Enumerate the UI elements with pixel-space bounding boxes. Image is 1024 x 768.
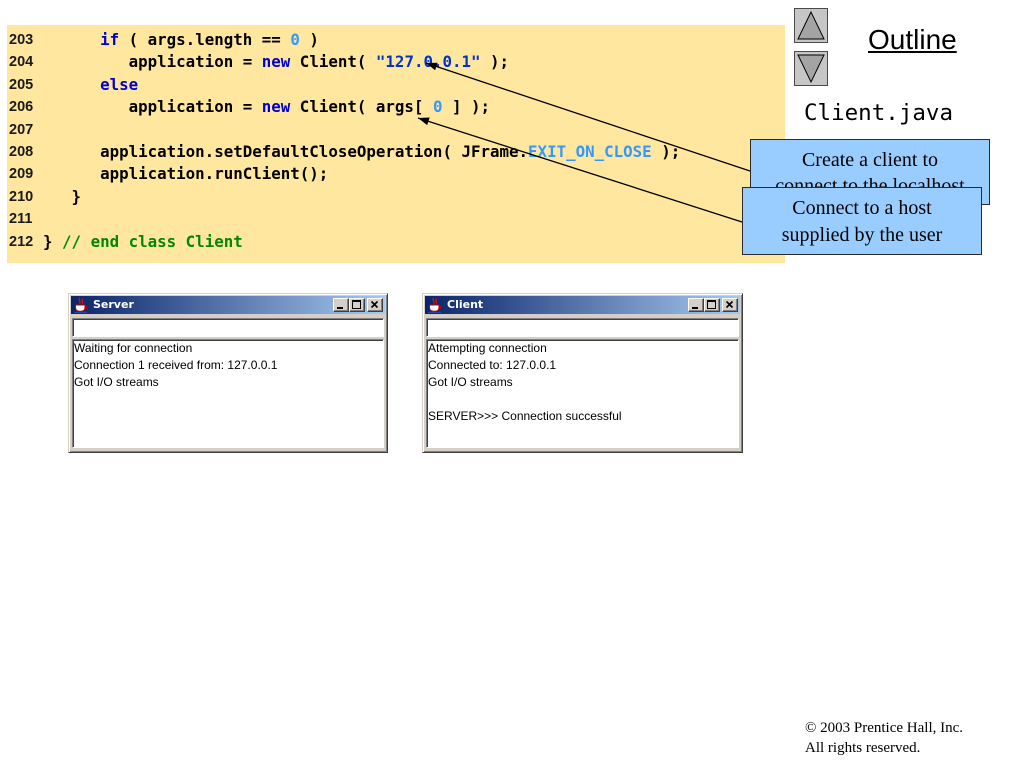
output-line: Attempting connection: [428, 341, 547, 355]
output-line: SERVER>>> Connection successful: [428, 409, 622, 423]
minimize-button[interactable]: [688, 298, 704, 312]
code-token: );: [651, 141, 681, 161]
code-token: if: [100, 30, 120, 49]
code-token: [43, 30, 100, 49]
line-number: 212: [9, 233, 34, 250]
rights-text: All rights reserved.: [805, 740, 921, 756]
code-token: EXIT_ON_CLOSE: [528, 141, 652, 161]
code-line: 209 application.runClient();: [7, 163, 785, 185]
code-token: [43, 75, 100, 94]
code-line: 210 }: [7, 186, 785, 208]
code-line: 204 application = new Client( "127.0.0.1…: [7, 51, 785, 73]
code-token: application.setDefaultCloseOperation( JF…: [43, 141, 529, 161]
window-title: Server: [93, 298, 134, 311]
code-token: "127.0.0.1": [375, 52, 481, 72]
code-lines: 203 if ( args.length == 0 )204 applicati…: [7, 29, 785, 253]
outline-link[interactable]: Outline: [868, 24, 957, 55]
callout-user-host: Connect to a host supplied by the user: [742, 187, 982, 255]
line-number: 210: [9, 188, 34, 205]
line-number: 207: [9, 121, 34, 138]
output-text-area[interactable]: Attempting connection Connected to: 127.…: [426, 339, 739, 448]
output-line: Connection 1 received from: 127.0.0.1: [74, 358, 278, 372]
previous-slide-button[interactable]: [794, 8, 828, 43]
client-window[interactable]: Client Attempting connection Connected t…: [422, 293, 743, 453]
code-text: application.setDefaultCloseOperation( JF…: [43, 141, 680, 163]
maximize-icon: [707, 300, 716, 309]
code-text: if ( args.length == 0 ): [43, 29, 319, 51]
output-text-area[interactable]: Waiting for connection Connection 1 rece…: [72, 339, 384, 448]
callout-text: Create a client to: [801, 149, 939, 171]
code-token: new: [261, 52, 291, 72]
code-token: // end class Client: [62, 231, 243, 251]
code-token: ): [299, 30, 319, 49]
code-line: 212} // end class Client: [7, 231, 785, 253]
line-number: 205: [9, 76, 34, 93]
code-line: 205 else: [7, 74, 785, 96]
minimize-icon: [692, 307, 698, 309]
code-token: ] );: [442, 97, 491, 117]
line-number: 211: [9, 211, 33, 228]
code-token: new: [261, 97, 291, 117]
output-line: [428, 391, 738, 408]
code-token: application =: [43, 52, 262, 72]
output-line: Waiting for connection: [74, 341, 193, 355]
line-number: 208: [9, 143, 34, 160]
line-number: 209: [9, 166, 34, 183]
line-number: 204: [9, 54, 34, 71]
title-bar[interactable]: Client: [425, 296, 740, 314]
output-line: Got I/O streams: [74, 375, 159, 389]
output-line: Connected to: 127.0.0.1: [428, 358, 557, 372]
code-token: else: [100, 74, 139, 94]
code-token: }: [43, 186, 82, 206]
code-token: );: [480, 52, 510, 72]
window-title: Client: [447, 298, 484, 311]
triangle-down-icon: [797, 54, 825, 84]
code-token: }: [43, 231, 63, 251]
maximize-button[interactable]: [704, 298, 720, 312]
code-listing: 203 if ( args.length == 0 )204 applicati…: [7, 25, 785, 263]
code-line: 211: [7, 208, 785, 230]
java-cup-icon[interactable]: [427, 297, 443, 313]
code-token: Client(: [290, 52, 376, 72]
message-input[interactable]: [426, 318, 739, 337]
java-cup-icon[interactable]: [73, 297, 89, 313]
copyright-footer: © 2003 Prentice Hall, Inc. All rights re…: [805, 718, 963, 758]
code-line: 203 if ( args.length == 0 ): [7, 29, 785, 51]
message-input[interactable]: [72, 318, 384, 337]
copyright-text: © 2003 Prentice Hall, Inc.: [805, 720, 964, 736]
close-icon: [370, 300, 379, 309]
maximize-icon: [352, 300, 361, 309]
file-name-label: Client.java: [804, 100, 954, 126]
close-button[interactable]: [722, 298, 738, 312]
code-token: 0: [290, 30, 300, 49]
minimize-button[interactable]: [333, 298, 349, 312]
code-text: application = new Client( args[ 0 ] );: [43, 96, 490, 118]
code-text: application.runClient();: [43, 163, 328, 185]
server-window[interactable]: Server Waiting for connection Connection…: [68, 293, 388, 453]
minimize-icon: [337, 307, 343, 309]
close-icon: [725, 300, 734, 309]
callout-text: supplied by the user: [781, 224, 943, 246]
maximize-button[interactable]: [349, 298, 365, 312]
code-token: application.runClient();: [43, 164, 329, 184]
next-slide-button[interactable]: [794, 51, 828, 86]
title-bar[interactable]: Server: [71, 296, 385, 314]
code-text: else: [43, 74, 138, 96]
line-number: 206: [9, 99, 34, 116]
code-line: 206 application = new Client( args[ 0 ] …: [7, 96, 785, 118]
code-text: } // end class Client: [43, 231, 243, 253]
triangle-up-icon: [797, 10, 825, 40]
line-number: 203: [9, 32, 34, 48]
close-button[interactable]: [367, 298, 383, 312]
code-text: }: [43, 186, 82, 208]
output-line: Got I/O streams: [428, 375, 513, 389]
code-token: application =: [43, 97, 262, 117]
code-line: 208 application.setDefaultCloseOperation…: [7, 141, 785, 163]
code-token: Client( args[: [290, 97, 433, 117]
code-token: ( args.length ==: [119, 30, 291, 49]
code-text: application = new Client( "127.0.0.1" );: [43, 51, 509, 73]
code-line: 207: [7, 119, 785, 141]
callout-text: Connect to a host: [792, 197, 932, 219]
